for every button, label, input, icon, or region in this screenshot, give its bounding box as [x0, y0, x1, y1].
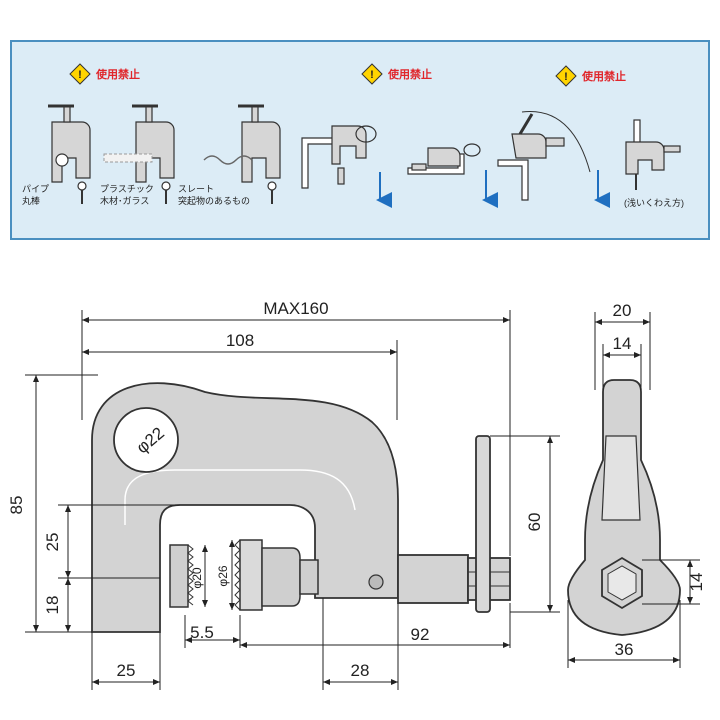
- dim-handle-height: 60: [525, 513, 544, 532]
- dim-eye-diameter: φ22: [133, 423, 168, 457]
- dim-height: 85: [7, 496, 26, 515]
- clamp-on-pipe-illustration: [48, 104, 91, 204]
- dim-throat-length: 108: [226, 331, 254, 350]
- set-screw: [368, 574, 384, 590]
- dim-side-hex-height: 14: [687, 573, 706, 592]
- prohibited-label: 使用禁止: [387, 67, 432, 81]
- warning-mark: !: [564, 71, 568, 83]
- prohibited-label: 使用禁止: [581, 69, 626, 83]
- item-label: 突起物のあるもの: [178, 195, 250, 206]
- screw-pad: [239, 539, 263, 611]
- dim-side-inner-width: 14: [613, 334, 632, 353]
- warning-icon: [555, 65, 577, 87]
- clamp-on-plate-illustration: [132, 104, 175, 204]
- warning-icon: [69, 63, 91, 85]
- slate-wave: [203, 155, 253, 165]
- item-label: スレート: [178, 184, 214, 194]
- tommy-bar-handle: [475, 435, 491, 613]
- side-slot: [601, 435, 641, 521]
- screw-housing: [397, 554, 469, 604]
- dim-gap: 5.5: [190, 623, 214, 642]
- warning-badge-3: ! 使用禁止: [555, 65, 626, 87]
- dimension-lines: [33, 317, 693, 685]
- warning-mark: !: [370, 69, 374, 81]
- item-label: プラスチック: [100, 184, 154, 194]
- clamp-body: [91, 382, 399, 633]
- warning-icon: [361, 63, 383, 85]
- warning-mark: !: [78, 69, 82, 81]
- body-highlight: [124, 469, 356, 525]
- clamp-side-view: [567, 379, 681, 636]
- screw-collar: [261, 547, 301, 607]
- clamp-front-view: [91, 382, 511, 633]
- warning-badge-2: ! 使用禁止: [361, 63, 432, 85]
- extension-lines: [25, 310, 700, 690]
- prohibited-use-illustrations: ! 使用禁止 ! 使用禁止 ! 使用禁止 パイプ 丸棒: [22, 63, 684, 208]
- dim-screw-offset: 28: [351, 661, 370, 680]
- dim-body-right: 92: [411, 625, 430, 644]
- clamp-angled-lift-illustration: [497, 111, 591, 201]
- dim-side-top-width: 20: [613, 301, 632, 320]
- item-label: 木材･ガラス: [100, 195, 149, 206]
- dim-side-bottom-width: 36: [615, 640, 634, 659]
- screw-pad-teeth: [234, 539, 241, 611]
- clamp-edge-lift-illustration: [301, 125, 377, 189]
- hex-icon: [601, 556, 643, 610]
- prohibited-label: 使用禁止: [95, 67, 140, 81]
- dim-bottom-height: 18: [43, 596, 62, 615]
- clamp-side-lift-illustration: [407, 143, 481, 175]
- item-label: パイプ: [22, 184, 49, 194]
- lifting-eye: [113, 407, 179, 473]
- fixed-pad: [169, 544, 189, 608]
- screw-shaft: [299, 559, 319, 595]
- item-label: 丸棒: [22, 195, 40, 206]
- dim-screw-pad-diameter: φ26: [216, 565, 230, 586]
- dim-base-width: 25: [117, 661, 136, 680]
- warning-badge-1: ! 使用禁止: [69, 63, 140, 85]
- pad-teeth: [187, 544, 194, 606]
- dimension-labels: MAX160 108 85 25 18 φ22 φ20 φ26 5.5 92 2…: [7, 299, 706, 680]
- side-body: [567, 379, 681, 636]
- item-label: (浅いくわえ方): [624, 197, 684, 208]
- clamp-shallow-grip-illustration: [625, 119, 681, 190]
- dim-jaw-opening: 25: [43, 533, 62, 552]
- clamp-on-slate-illustration: [238, 104, 281, 204]
- plate-material: [103, 153, 153, 163]
- dim-pad-diameter: φ20: [190, 567, 204, 588]
- prohibited-use-panel: ! 使用禁止 ! 使用禁止 ! 使用禁止 パイプ 丸棒: [10, 40, 710, 240]
- dim-max-length: MAX160: [263, 299, 328, 318]
- hex-nut: [467, 557, 511, 601]
